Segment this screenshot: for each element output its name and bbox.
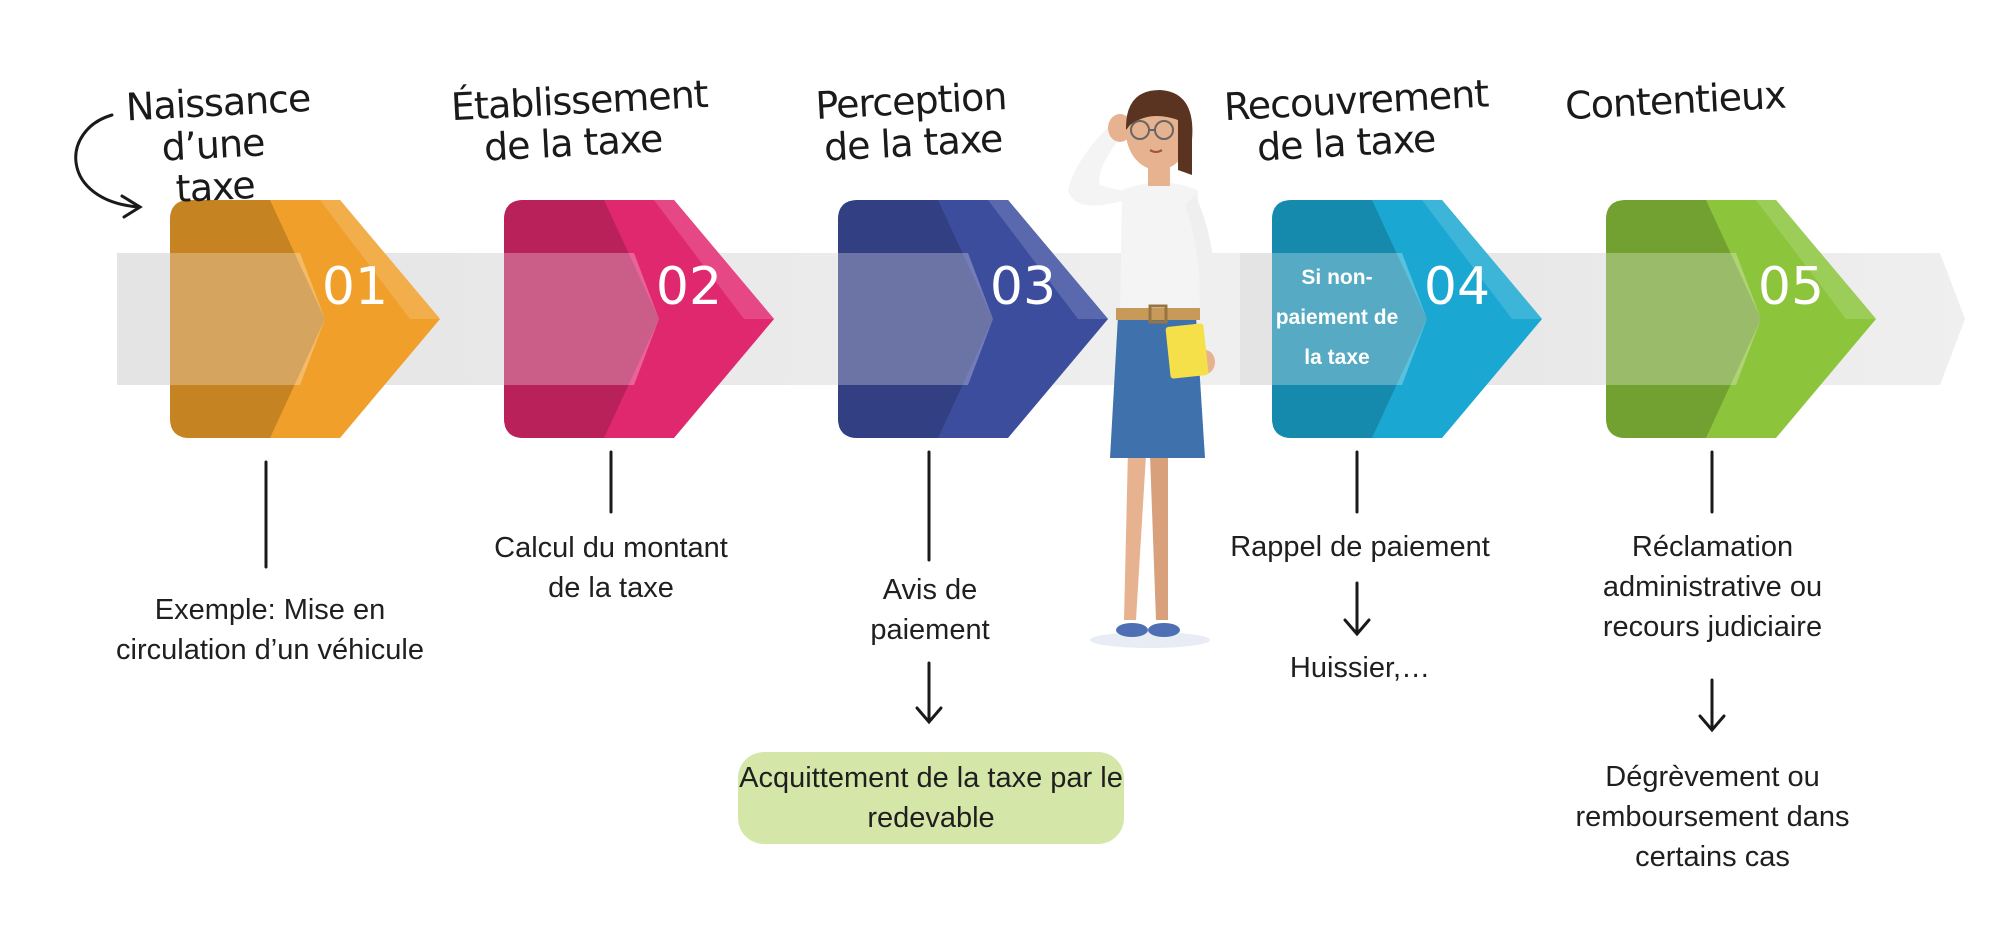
connector-lines <box>264 450 1714 569</box>
woman-illustration <box>1068 90 1217 648</box>
step-4-inner-text: Si non-paiement de la taxe <box>1275 266 1399 369</box>
chevron-step-1: 01 <box>170 200 440 438</box>
step-5-description: Réclamation administrative ou recours ju… <box>1602 531 1823 643</box>
down-arrow-icon <box>1698 678 1726 733</box>
step-4-outcome: Huissier,… <box>1289 652 1431 684</box>
step-5-number: 05 <box>1758 257 1824 317</box>
step-3-outcome-badge: Acquittement de la taxe par le redevable <box>738 752 1124 844</box>
down-arrow-icon <box>1343 581 1371 637</box>
step-4-description: Rappel de paiement <box>1230 531 1490 563</box>
step-3-outcome-text: Acquittement de la taxe par le redevable <box>739 762 1123 834</box>
step-1-number: 01 <box>322 257 388 317</box>
step-3-title: Perception de la taxe <box>814 74 1008 170</box>
chevron-step-3: 03 <box>838 200 1108 438</box>
step-3-description: Avis de paiement <box>870 574 990 646</box>
step-5-outcome: Dégrèvement ou remboursement dans certai… <box>1575 761 1850 873</box>
step-4-number: 04 <box>1424 257 1490 317</box>
chevron-step-4: 04 <box>1272 200 1542 438</box>
step-2-number: 02 <box>656 257 722 317</box>
step-4-title: Recouvrement de la taxe <box>1222 71 1490 170</box>
step-2-description: Calcul du montant de la taxe <box>494 532 728 604</box>
step-1-description: Exemple: Mise en circulation d’un véhicu… <box>116 594 424 666</box>
step-1-title: Naissance d’une taxe <box>124 75 312 211</box>
down-arrow-icon <box>915 661 943 725</box>
curved-arrow-icon <box>74 113 143 219</box>
chevron-step-5: 05 <box>1606 200 1876 438</box>
step-2-title: Établissement de la taxe <box>449 71 709 170</box>
step-3-number: 03 <box>990 257 1056 317</box>
chevron-step-2: 02 <box>504 200 774 438</box>
